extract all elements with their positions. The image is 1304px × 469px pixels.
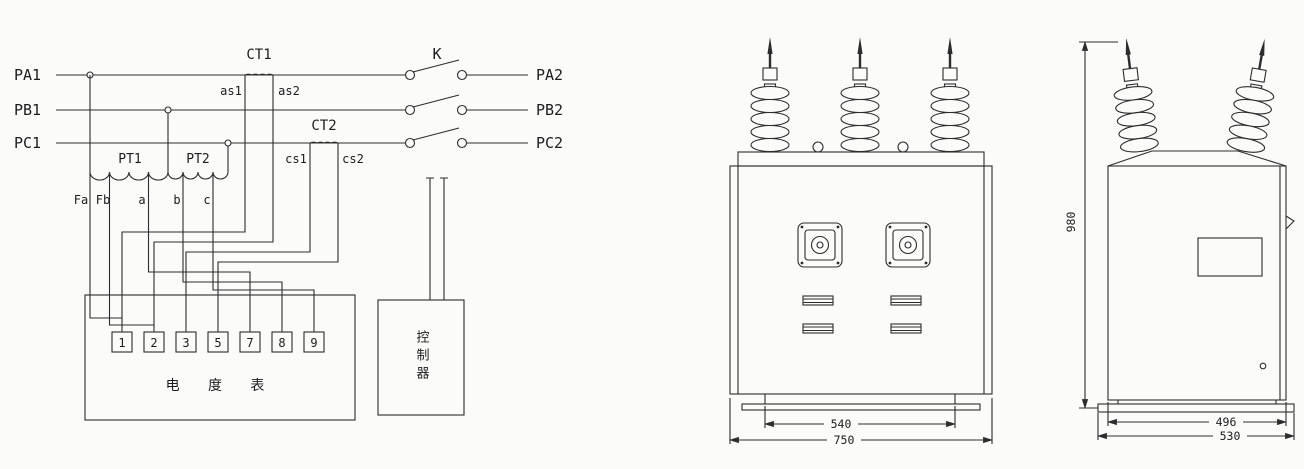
side-dimensions: 496 530 <box>1097 402 1295 443</box>
meter-terminal-2: 2 <box>143 331 165 353</box>
ct2-coil <box>309 141 339 144</box>
pt-tap-fb-label: Fb <box>96 193 110 207</box>
meter-terminal-strip: 1 2 3 5 7 8 9 <box>111 331 325 353</box>
meter-terminal-8: 8 <box>271 331 293 353</box>
terminal-number: 2 <box>150 336 157 350</box>
side-bushing-right <box>1224 34 1285 156</box>
side-bushing-left <box>1106 34 1161 156</box>
dim-980-label: 980 <box>1064 212 1078 233</box>
tank-roof <box>1107 150 1287 167</box>
secondary-wiring-runs <box>89 75 339 332</box>
drain-knob <box>1259 362 1267 370</box>
ct2-label: CT2 <box>311 118 336 134</box>
phase-label-pc2: PC2 <box>536 134 563 152</box>
front-dimensions: 540 750 <box>729 398 993 447</box>
dim-496-label: 496 <box>1216 415 1237 429</box>
base-channel-front <box>741 394 981 411</box>
pt-tap-c-label: c <box>203 193 210 207</box>
lifting-lugs <box>812 141 909 153</box>
controller-label: 控制器 <box>414 330 430 384</box>
disconnect-switch <box>404 59 468 149</box>
pt-coils <box>89 171 229 181</box>
ct1-label: CT1 <box>246 47 271 63</box>
front-view-drawing: 540 750 <box>729 35 993 447</box>
controller-leads <box>426 177 448 300</box>
phase-label-pb2: PB2 <box>536 101 563 119</box>
wiring-schematic: 1 2 3 5 7 8 9 <box>14 45 563 421</box>
pt1-label: PT1 <box>118 152 141 167</box>
secondary-terminal-window-left <box>797 222 843 268</box>
tank-body <box>729 165 993 395</box>
meter-box <box>84 294 356 421</box>
terminal-number: 8 <box>278 336 285 350</box>
top-plate <box>737 151 985 167</box>
secondary-terminal-window-right <box>885 222 931 268</box>
dim-750-label: 750 <box>834 433 855 447</box>
meter-terminal-9: 9 <box>303 331 325 353</box>
meter-terminal-7: 7 <box>239 331 261 353</box>
terminal-number: 3 <box>182 336 189 350</box>
meter-terminal-5: 5 <box>207 331 229 353</box>
phase-label-pa1: PA1 <box>14 66 41 84</box>
nameplate-strips <box>802 295 922 334</box>
hv-bushing-middle <box>839 35 881 153</box>
meter-terminal-3: 3 <box>175 331 197 353</box>
controller-box <box>377 177 465 416</box>
dim-530-label: 530 <box>1220 429 1241 443</box>
terminal-number: 5 <box>214 336 221 350</box>
hv-bushing-right <box>929 35 971 153</box>
ct1-terminal-as1-label: as1 <box>220 84 242 98</box>
terminal-number: 9 <box>310 336 317 350</box>
terminal-number: 7 <box>246 336 253 350</box>
tank-body-side <box>1107 165 1287 401</box>
ct1-terminal-as2-label: as2 <box>278 84 300 98</box>
dim-540-label: 540 <box>831 417 852 431</box>
tank-seams <box>737 166 985 394</box>
pt-tap-fa-label: Fa <box>74 193 88 207</box>
ct2-terminal-cs2-label: cs2 <box>342 152 364 166</box>
ct2-terminal-cs1-label: cs1 <box>285 152 307 166</box>
wall-bracket <box>1285 215 1295 230</box>
side-view-drawing: 496 530 980 <box>1064 34 1295 443</box>
height-dimension: 980 <box>1064 41 1118 409</box>
hv-bushing-left <box>749 35 791 153</box>
pt-tap-b-label: b <box>173 193 180 207</box>
phase-label-pc1: PC1 <box>14 134 41 152</box>
phase-label-pa2: PA2 <box>536 66 563 84</box>
meter-terminal-1: 1 <box>111 331 133 353</box>
junction-dots <box>86 71 232 147</box>
pt-tap-a-label: a <box>138 193 145 207</box>
switch-label: K <box>432 45 441 63</box>
phase-label-pb1: PB1 <box>14 101 41 119</box>
ct1-coil <box>244 73 274 76</box>
side-terminal-window <box>1197 237 1263 277</box>
terminal-number: 1 <box>118 336 125 350</box>
base-channel-side <box>1097 400 1295 413</box>
meter-label: 电 度 表 <box>166 378 275 394</box>
phase-lines <box>56 74 528 172</box>
pt2-label: PT2 <box>186 152 209 167</box>
